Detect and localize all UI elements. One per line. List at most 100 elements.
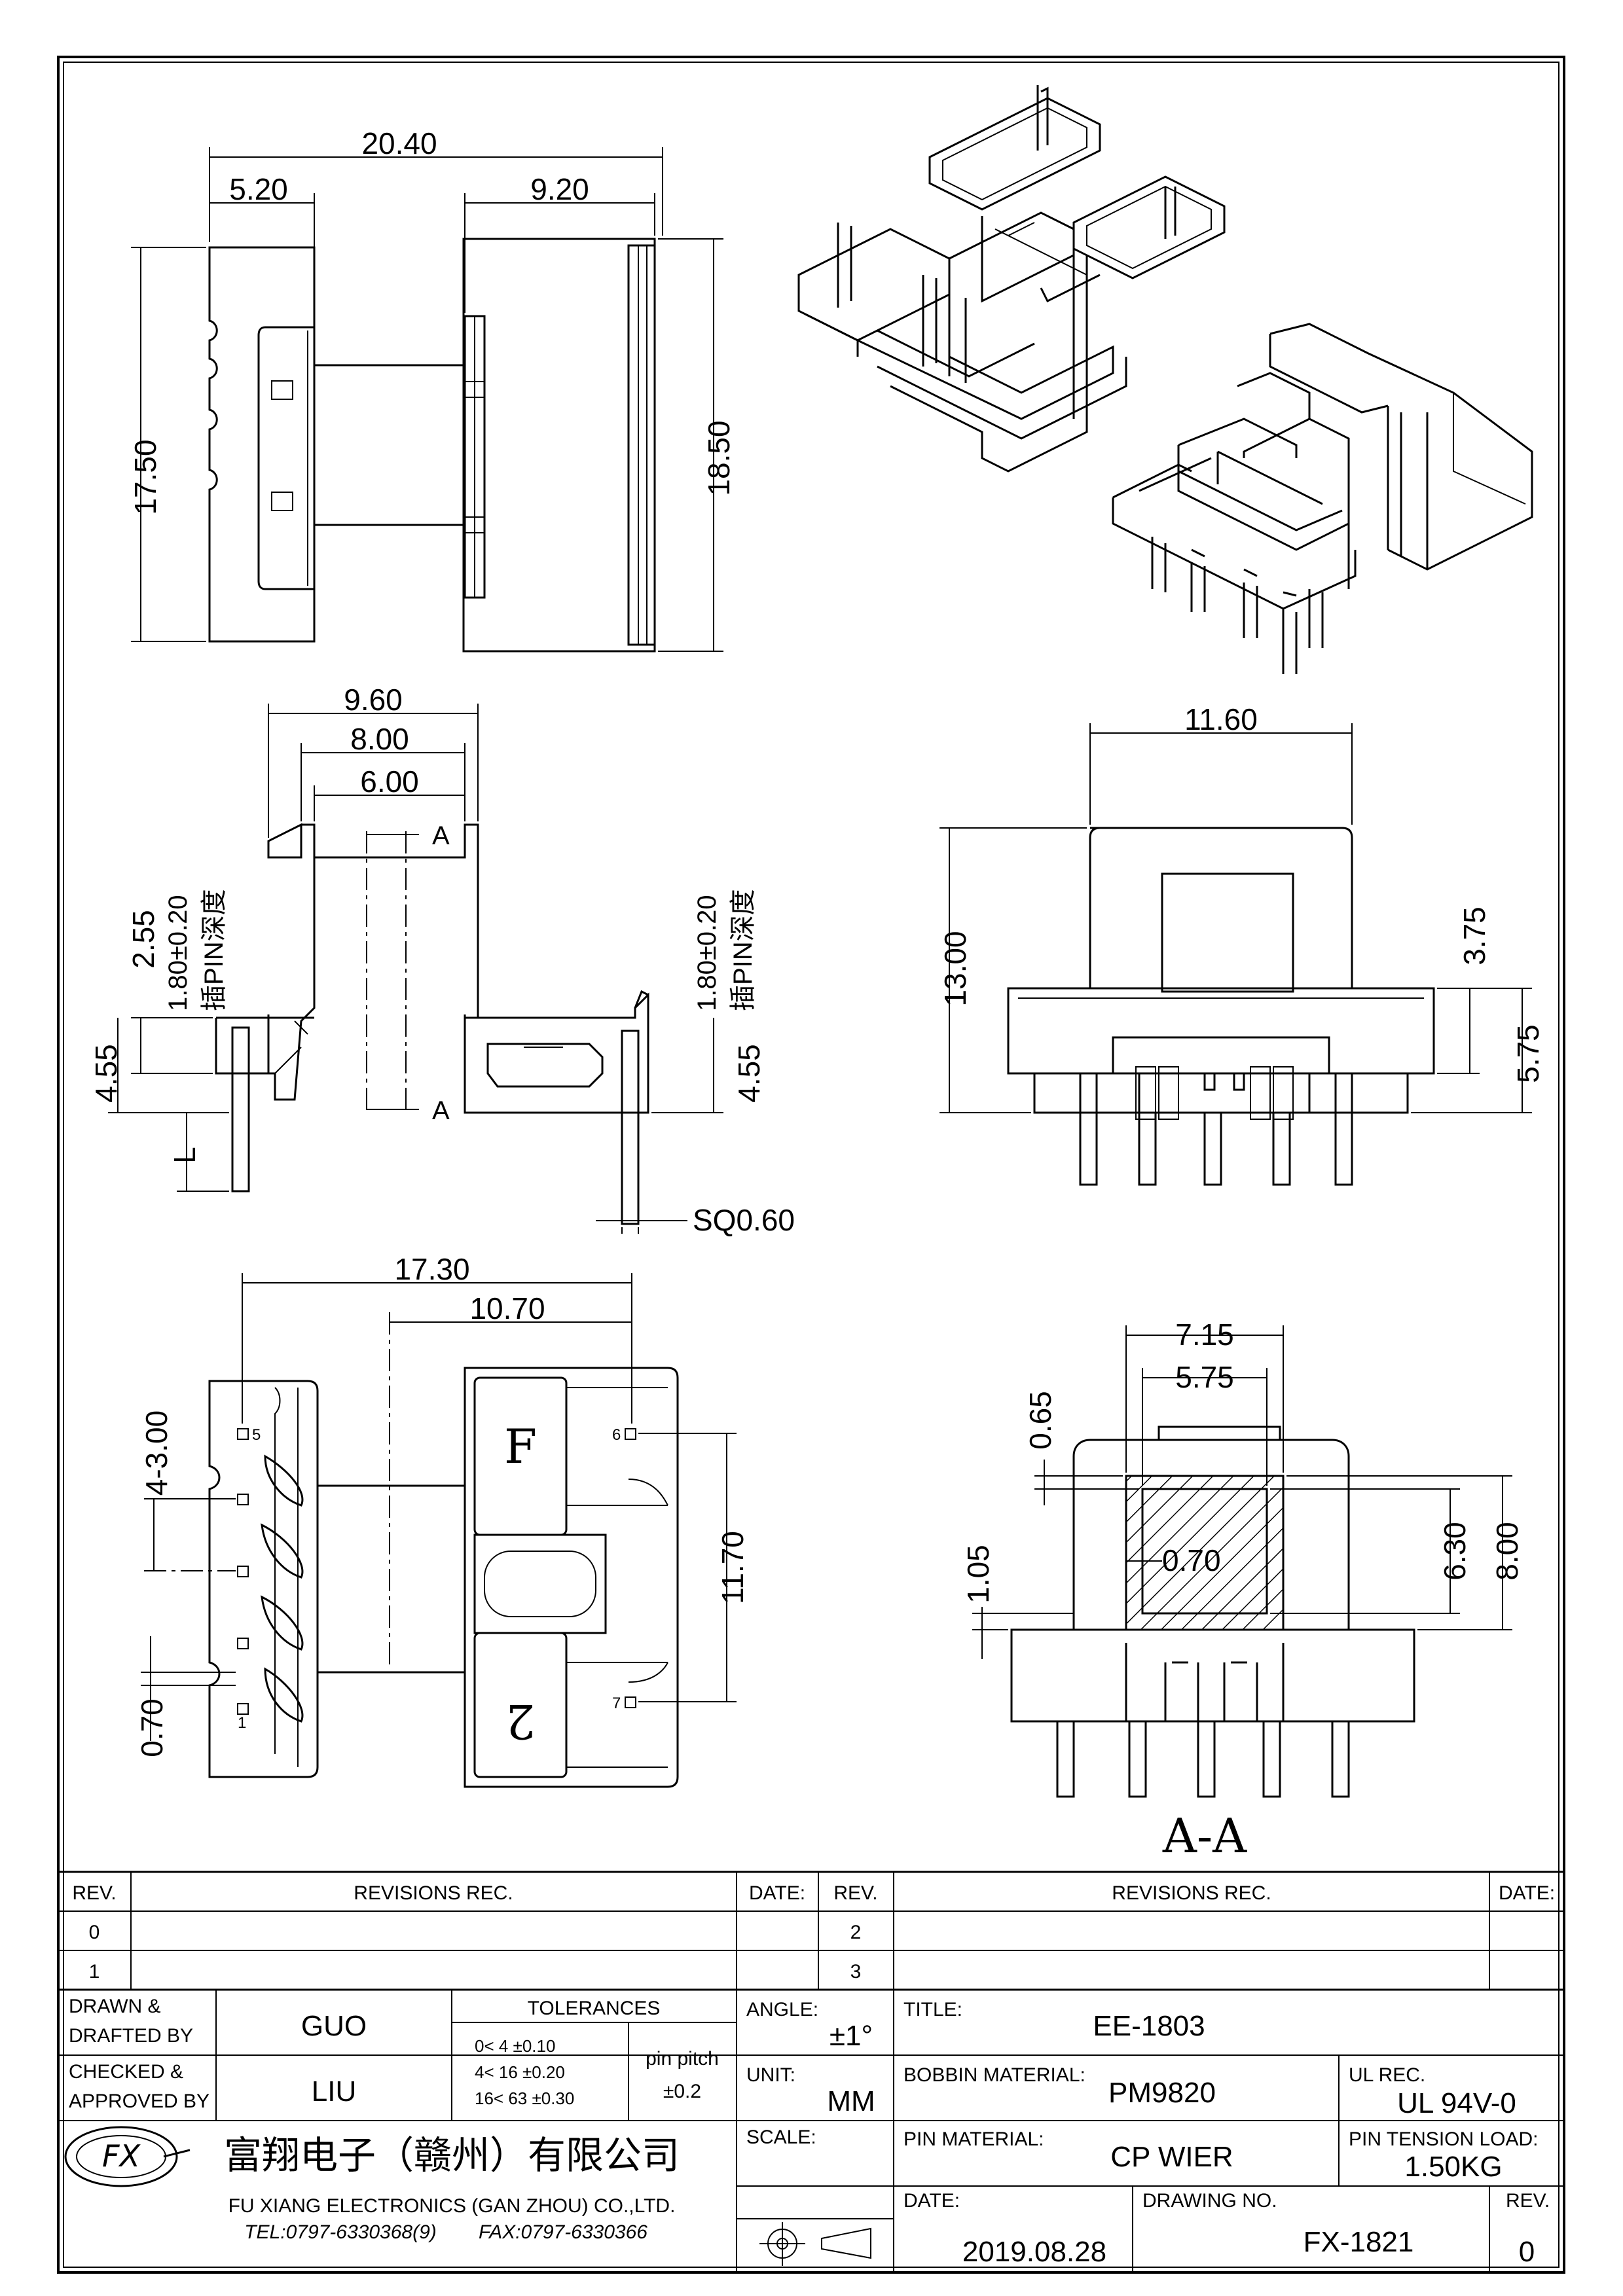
section-hatch [1125, 1475, 1285, 1631]
pin-label-6: 6 [612, 1426, 621, 1444]
rev-header-1: REV. [72, 1882, 116, 1904]
isometric-view-2 [1112, 323, 1533, 674]
side-view: A A 9.60 8.00 6.00 1.80±0.20 插PIN深度 1.80… [89, 683, 795, 1237]
date-value: 2019.08.28 [962, 2236, 1106, 2268]
drawing-no-label: DRAWING NO. [1142, 2190, 1277, 2212]
tension-value: 1.50KG [1404, 2151, 1502, 2183]
tol-row-1: 0< 4 ±0.10 [475, 2036, 555, 2056]
section-mark-bottom: A [432, 1096, 450, 1125]
rev-label: REV. [1506, 2190, 1550, 2212]
dim-side-h-right: 4.55 [732, 1044, 766, 1103]
company-name-cn: 富翔电子（赣州）有限公司 [224, 2133, 680, 2178]
title-label: TITLE: [903, 1999, 962, 2020]
ul-value: UL 94V-0 [1397, 2087, 1516, 2119]
checked-label-1: CHECKED & [69, 2061, 183, 2083]
dim-right-height: 18.50 [702, 420, 736, 495]
unit-value: MM [827, 2085, 875, 2117]
checked-label-2: APPROVED BY [69, 2090, 210, 2112]
logo-text: FX [102, 2138, 141, 2174]
bottom-view: F 2 5 1 6 7 17.30 10.70 4-3.00 11.70 0.7… [135, 1252, 750, 1788]
tol-row-3: 16< 63 ±0.30 [475, 2089, 574, 2108]
rev-row-1: 1 [89, 1961, 100, 1982]
scale-label: SCALE: [746, 2126, 816, 2148]
pin-label-7: 7 [612, 1695, 621, 1712]
bottom-mark-2: 2 [505, 1694, 536, 1749]
top-view: 20.40 5.20 9.20 17.50 18.50 [128, 126, 736, 653]
dim-bottom-pin-span: 11.70 [716, 1531, 750, 1604]
dim-side-w2: 8.00 [350, 722, 409, 756]
dim-front-h1: 3.75 [1457, 906, 1491, 965]
tol-row-2: 4< 16 ±0.20 [475, 2062, 565, 2082]
rev-row-3: 3 [850, 1961, 862, 1982]
dim-front-h2: 5.75 [1511, 1024, 1545, 1083]
company-fax: FAX:0797-6330366 [479, 2221, 647, 2243]
rev-header-6: DATE: [1499, 1882, 1555, 1904]
drawn-label-1: DRAWN & [69, 1996, 161, 2017]
rev-header-5: REVISIONS REC. [1112, 1882, 1271, 1904]
rev-value: 0 [1519, 2236, 1535, 2268]
pin-pitch-label: pin pitch [646, 2048, 719, 2070]
dim-section-wall-side: 0.70 [1162, 1543, 1221, 1577]
dim-side-h-left-2: 4.55 [89, 1044, 123, 1103]
dim-side-h-left-1: 2.55 [126, 910, 160, 969]
dim-pin-depth-left-cn: 插PIN深度 [200, 889, 228, 1011]
company-logo-icon: FX [64, 2126, 178, 2187]
angle-label: ANGLE: [746, 1999, 818, 2020]
pin-material-label: PIN MATERIAL: [903, 2128, 1044, 2150]
inner-border [63, 62, 1559, 2268]
dim-front-height: 13.00 [938, 931, 972, 1006]
front-view: 11.60 13.00 3.75 5.75 [938, 702, 1545, 1186]
dim-pin-depth-right: 1.80±0.20 [693, 895, 721, 1011]
dim-bottom-overall: 17.30 [394, 1252, 469, 1286]
company-tel: TEL:0797-6330368(9) [244, 2221, 437, 2243]
rev-header-4: REV. [833, 1882, 877, 1904]
bobbin-value: PM9820 [1108, 2077, 1216, 2109]
date-label: DATE: [903, 2190, 960, 2212]
pin-pitch-value: ±0.2 [663, 2081, 701, 2102]
projection-cone-icon [821, 2227, 871, 2259]
dim-section-floor: 1.05 [961, 1545, 995, 1604]
pin-label-5: 5 [252, 1426, 261, 1444]
rev-header-2: REVISIONS REC. [354, 1882, 513, 1904]
dim-overall-width: 20.40 [361, 126, 437, 160]
dim-bottom-inner: 10.70 [469, 1291, 545, 1325]
drawn-value: GUO [301, 2010, 367, 2042]
dim-side-w3: 6.00 [360, 764, 419, 798]
rev-row-2: 2 [850, 1922, 862, 1943]
title-value: EE-1803 [1093, 2010, 1205, 2042]
company-name-en: FU XIANG ELECTRONICS (GAN ZHOU) CO.,LTD. [228, 2195, 676, 2217]
dim-left-flange: 5.20 [229, 172, 288, 206]
outer-border [57, 56, 1565, 2274]
dim-pin-depth-right-cn: 插PIN深度 [729, 889, 757, 1011]
bottom-mark-f: F [504, 1419, 537, 1474]
section-mark-top: A [432, 821, 450, 850]
checked-value: LIU [312, 2075, 356, 2108]
section-label: A-A [1162, 1808, 1247, 1863]
drawn-label-2: DRAFTED BY [69, 2025, 193, 2047]
dim-left-height: 17.50 [128, 439, 162, 514]
dim-pin-square: SQ0.60 [693, 1203, 795, 1237]
section-view: 7.15 5.75 0.65 0.70 1.05 6.30 8.00 A-A [961, 1318, 1524, 1863]
rev-row-0: 0 [89, 1922, 100, 1943]
dim-side-w1: 9.60 [344, 683, 403, 717]
tolerances-label: TOLERANCES [528, 1998, 661, 2019]
revisions-table: REV. REVISIONS REC. DATE: REV. REVISIONS… [57, 1871, 1565, 1991]
angle-value: ±1° [830, 2020, 873, 2052]
dim-pin-length: L [168, 1147, 202, 1164]
dim-section-wall-top: 0.65 [1023, 1391, 1057, 1450]
dim-section-w-outer: 7.15 [1175, 1318, 1234, 1352]
tension-label: PIN TENSION LOAD: [1349, 2128, 1539, 2150]
unit-label: UNIT: [746, 2064, 795, 2086]
bobbin-label: BOBBIN MATERIAL: [903, 2064, 1085, 2086]
title-block: DRAWN & DRAFTED BY GUO CHECKED & APPROVE… [57, 1988, 1565, 2274]
rev-header-3: DATE: [749, 1882, 805, 1904]
pin-label-1: 1 [238, 1714, 246, 1732]
isometric-view-1 [797, 85, 1226, 473]
pin-material-value: CP WIER [1110, 2141, 1233, 2173]
dim-bottom-pin-dia: 0.70 [135, 1698, 169, 1757]
dim-section-h-outer: 8.00 [1490, 1522, 1524, 1581]
dim-front-width: 11.60 [1184, 702, 1258, 736]
drawing-no-value: FX-1821 [1304, 2226, 1414, 2258]
ul-label: UL REC. [1349, 2064, 1425, 2086]
